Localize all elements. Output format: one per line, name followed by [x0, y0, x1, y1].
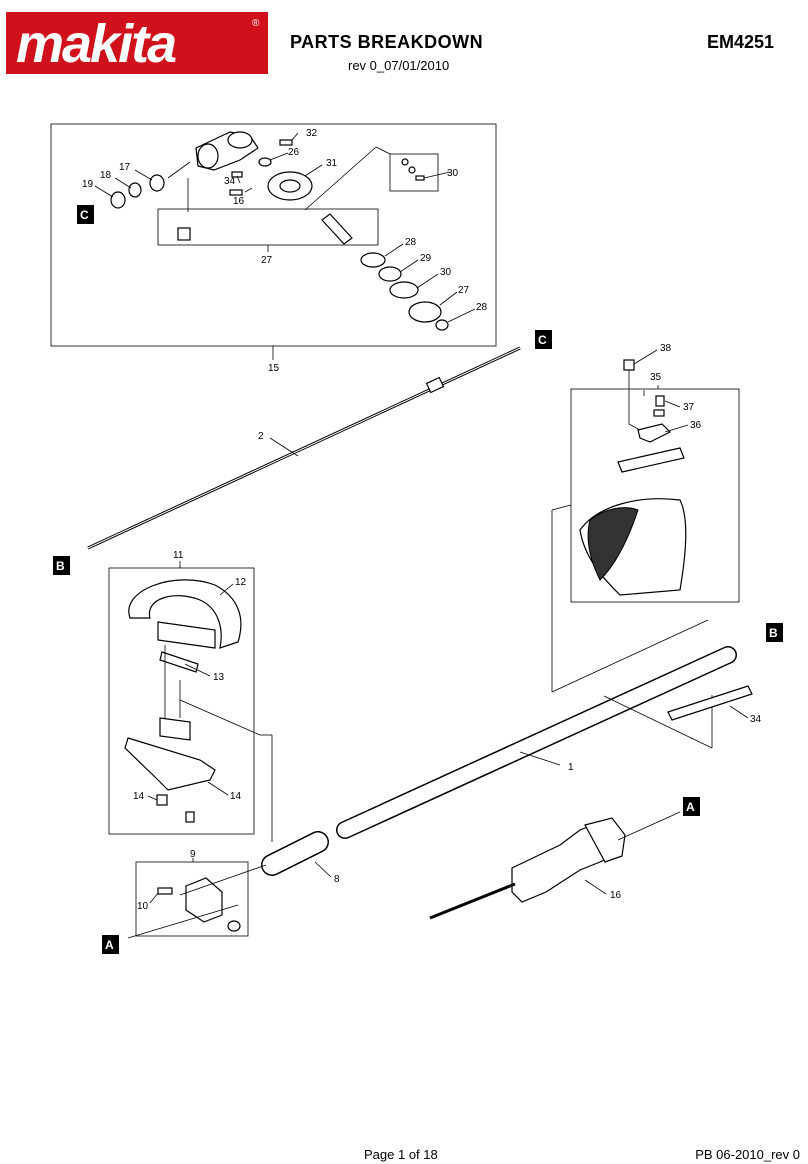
model-number: EM4251: [706, 32, 774, 52]
plate-26: [389, 281, 419, 299]
bolt-22: [258, 157, 272, 167]
svg-text:B: B: [769, 626, 778, 640]
callout-12: 12: [235, 577, 247, 588]
callout-13: 13: [213, 672, 225, 683]
svg-text:C: C: [538, 333, 547, 347]
callout-32: 34: [224, 176, 236, 187]
connector-tag-c-left: C: [77, 205, 94, 224]
plate-27: [408, 301, 442, 323]
loop-handle-group-box: [108, 567, 255, 835]
bearing-19: [149, 174, 165, 192]
callout-23: 27: [261, 255, 273, 266]
bearing-24: [360, 252, 386, 268]
svg-text:®: ®: [252, 18, 260, 29]
callout-26: 30: [440, 267, 452, 278]
callout-31: 32: [306, 128, 318, 139]
callout-9: 9: [190, 849, 196, 860]
callout-15: 14: [133, 791, 145, 802]
makita-logo: makita ®: [6, 12, 268, 74]
document-reference: PB 06-2010_rev 0: [695, 1147, 800, 1162]
bolt-31: [279, 139, 293, 146]
clamp-9: [185, 877, 223, 923]
callout-10: 10: [137, 901, 149, 912]
callout-36: 36: [690, 420, 702, 431]
handle-bracket-14: [124, 717, 216, 791]
callout-14b: 14: [230, 791, 242, 802]
gear-case: [195, 131, 259, 171]
ring-21: [110, 191, 126, 209]
callout-28: 28: [476, 302, 488, 313]
connector-tag-c-right: C: [535, 330, 552, 349]
callout-2: 2: [258, 431, 264, 442]
callout-25: 29: [420, 253, 432, 264]
guard-plate-36: [637, 423, 672, 443]
callout-30b: 30: [447, 168, 459, 179]
svg-text:B: B: [56, 559, 65, 573]
grip: [261, 831, 329, 876]
svg-text:A: A: [105, 938, 114, 952]
revision-label: rev 0_07/01/2010: [348, 58, 450, 73]
callout-20: 18: [100, 170, 112, 181]
callout-22: 26: [288, 147, 300, 158]
bolt-18: [229, 189, 243, 196]
gear-head-group-box: [50, 123, 497, 347]
svg-text:makita: makita: [16, 14, 176, 74]
clamp-9-box: [135, 861, 249, 937]
bolt-38: [623, 359, 635, 371]
gear-shaft: [321, 213, 353, 245]
main-pipe: [336, 646, 737, 839]
throttle-handle: [429, 817, 626, 920]
connector-tag-a-right: A: [683, 797, 700, 816]
svg-text:C: C: [80, 208, 89, 222]
callout-35: 35: [650, 372, 662, 383]
callout-38: 38: [660, 343, 672, 354]
page-title: PARTS BREAKDOWN: [290, 32, 484, 52]
bolt-37: [655, 395, 665, 407]
drive-shaft: [87, 346, 521, 550]
nut-28: [435, 319, 449, 331]
clamp-13: [159, 651, 199, 673]
callout-27b: 27: [458, 285, 470, 296]
callout-29: 31: [326, 158, 338, 169]
bolt-10: [157, 887, 173, 895]
bolt-15: [156, 794, 168, 806]
callout-37: 37: [683, 402, 695, 413]
loop-handle: [128, 579, 242, 649]
washer-25: [378, 266, 402, 282]
callout-11: 11: [173, 550, 184, 561]
decal-34: [667, 685, 753, 721]
callout-34b: 34: [750, 714, 762, 725]
svg-text:A: A: [686, 800, 695, 814]
callout-24: 28: [405, 237, 417, 248]
callout-16b: 16: [610, 890, 622, 901]
pinion-23: [177, 227, 191, 241]
sub-group-30-box: [389, 153, 439, 192]
guard: [579, 498, 687, 596]
connector-tag-b-right: B: [766, 623, 783, 642]
connector-tag-b-left: B: [53, 556, 70, 575]
callout-21: 19: [82, 179, 94, 190]
callout-17: 15: [268, 363, 280, 374]
page-number: Page 1 of 18: [364, 1147, 438, 1162]
ring-20: [128, 182, 142, 198]
guard-group-box: [570, 388, 740, 603]
callout-1: 1: [568, 762, 574, 773]
connector-tag-a-left: A: [102, 935, 119, 954]
callout-18: 16: [233, 196, 245, 207]
callout-19: 17: [119, 162, 131, 173]
callout-8: 8: [334, 874, 340, 885]
